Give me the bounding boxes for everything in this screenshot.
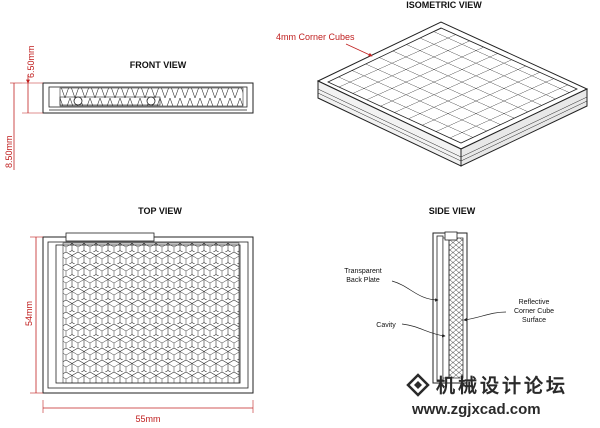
top-view-cube-array: [62, 242, 240, 384]
top-view-title: TOP VIEW: [138, 206, 182, 216]
isometric-view-title: ISOMETRIC VIEW: [406, 0, 482, 10]
front-height-dimension: 6.50mm: [26, 45, 36, 78]
side-view: SIDE VIEW Transparent Back Plate Cavity …: [344, 206, 554, 384]
iso-right-side: [460, 88, 588, 167]
back-plate-label-line2: Back Plate: [346, 277, 380, 284]
front-view-screw-right: [146, 96, 156, 106]
front-view-screw-left: [73, 96, 83, 106]
watermark: 机械设计论坛 www.zgjxcad.com: [406, 373, 568, 418]
reflective-label-line2: Corner Cube: [514, 308, 554, 315]
side-view-back-plate: [436, 235, 444, 381]
top-view-dimensions: 54mm 55mm: [24, 236, 254, 424]
watermark-url: www.zgjxcad.com: [411, 401, 541, 418]
side-view-cavity: [442, 237, 450, 379]
top-height-dimension: 54mm: [24, 301, 34, 326]
top-width-dimension: 55mm: [135, 414, 160, 424]
isometric-view: ISOMETRIC VIEW 4mm Corner Cubes: [276, 0, 589, 167]
reflective-label-line1: Reflective: [519, 299, 550, 306]
total-height-dimension: 8.50mm: [4, 135, 14, 168]
front-view-title: FRONT VIEW: [130, 60, 187, 70]
reflective-label-line3: Surface: [522, 317, 546, 324]
side-view-title: SIDE VIEW: [429, 206, 476, 216]
top-view: TOP VIEW: [42, 206, 254, 394]
watermark-logo-icon: [406, 373, 430, 397]
back-plate-label-line1: Transparent: [344, 268, 382, 275]
corner-cubes-callout: 4mm Corner Cubes: [276, 32, 355, 42]
front-view: FRONT VIEW: [42, 60, 254, 114]
vertical-dimensions: 6.50mm 8.50mm: [4, 45, 43, 170]
side-view-corner-cube-surface: [448, 237, 464, 379]
watermark-chinese: 机械设计论坛: [436, 374, 568, 397]
cavity-label: Cavity: [376, 322, 396, 329]
